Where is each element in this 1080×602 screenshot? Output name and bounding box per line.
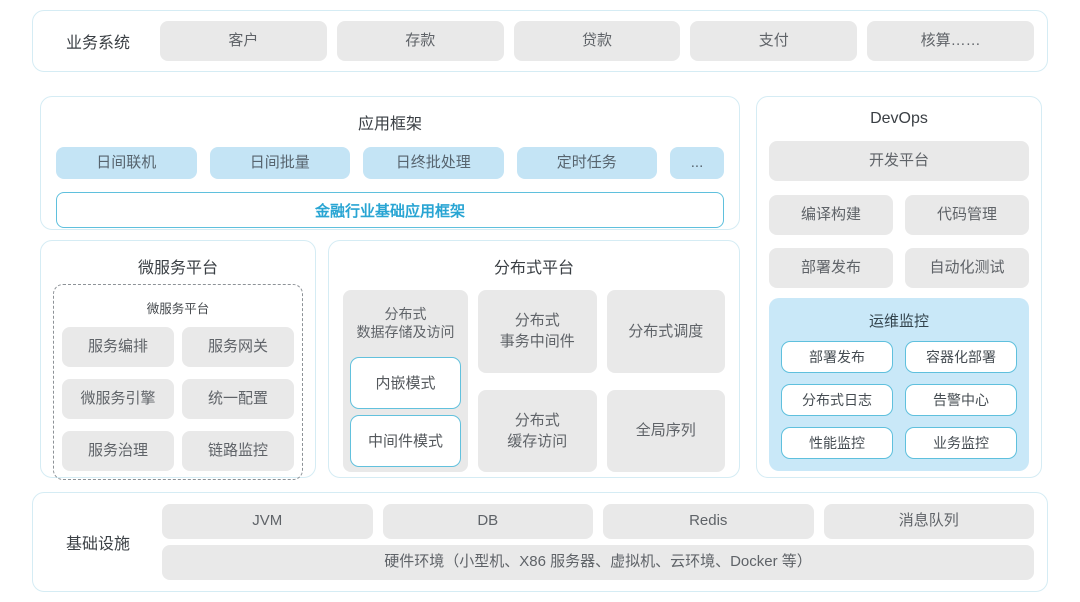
- distributed-middle-column: 分布式 事务中间件 分布式 缓存访问: [478, 290, 597, 472]
- block-service-orchestration: 服务编排: [62, 327, 174, 367]
- block-build: 编译构建: [769, 195, 893, 235]
- block-distributed-scheduler: 分布式调度: [606, 290, 725, 373]
- ops-monitor-blocks: 部署发布 容器化部署 分布式日志 告警中心 性能监控 业务监控: [781, 341, 1017, 459]
- app-framework-panel: 应用框架 日间联机 日间批量 日终批处理 定时任务 ... 金融行业基础应用框架: [40, 96, 740, 230]
- ops-monitor-group: 运维监控 部署发布 容器化部署 分布式日志 告警中心 性能监控 业务监控: [769, 298, 1029, 471]
- block-loan: 贷款: [513, 21, 681, 61]
- block-payment: 支付: [690, 21, 858, 61]
- ops-monitor-title: 运维监控: [868, 313, 929, 330]
- block-microservice-engine: 微服务引擎: [62, 379, 174, 419]
- devops-tool-blocks: 编译构建 代码管理 部署发布 自动化测试: [769, 195, 1029, 288]
- app-framework-title: 应用框架: [357, 116, 422, 133]
- block-unified-config: 统一配置: [182, 379, 294, 419]
- block-deposit: 存款: [336, 21, 504, 61]
- devops-panel: DevOps 开发平台 编译构建 代码管理 部署发布 自动化测试 运维监控 部署…: [756, 96, 1042, 478]
- infrastructure-row: JVM DB Redis 消息队列: [162, 504, 1034, 539]
- devops-title: DevOps: [870, 110, 928, 127]
- distributed-platform-title: 分布式平台: [493, 260, 574, 277]
- block-performance-monitor: 性能监控: [781, 427, 893, 459]
- business-system-panel: 业务系统 客户 存款 贷款 支付 核算……: [32, 10, 1048, 72]
- microservice-blocks: 服务编排 服务网关 微服务引擎 统一配置 服务治理 链路监控: [62, 327, 294, 471]
- infrastructure-blocks: JVM DB Redis 消息队列 硬件环境（小型机、X86 服务器、虚拟机、云…: [162, 504, 1034, 580]
- app-framework-blocks: 日间联机 日间批量 日终批处理 定时任务 ...: [56, 147, 724, 179]
- block-distributed-transaction: 分布式 事务中间件: [478, 290, 597, 373]
- block-dev-platform: 开发平台: [769, 141, 1029, 181]
- block-business-monitor: 业务监控: [905, 427, 1017, 459]
- block-daytime-online: 日间联机: [56, 147, 197, 179]
- distributed-platform-panel: 分布式平台 分布式 数据存储及访问 内嵌模式 中间件模式 分布式 事务中间件 分…: [328, 240, 740, 478]
- block-hardware-environment: 硬件环境（小型机、X86 服务器、虚拟机、云环境、Docker 等）: [162, 545, 1034, 580]
- block-code-management: 代码管理: [905, 195, 1029, 235]
- block-deploy-release: 部署发布: [769, 248, 893, 288]
- microservice-platform-panel: 微服务平台 微服务平台 服务编排 服务网关 微服务引擎 统一配置 服务治理 链路…: [40, 240, 316, 480]
- block-daytime-batch: 日间批量: [209, 147, 350, 179]
- block-automated-testing: 自动化测试: [905, 248, 1029, 288]
- block-customer: 客户: [160, 21, 327, 61]
- microservice-dashed-group: 微服务平台 服务编排 服务网关 微服务引擎 统一配置 服务治理 链路监控: [53, 284, 303, 480]
- microservice-platform-title: 微服务平台: [137, 260, 218, 277]
- finance-base-framework-box: 金融行业基础应用框架: [56, 192, 724, 228]
- block-ops-deploy-release: 部署发布: [781, 341, 893, 373]
- distributed-storage-label: 分布式 数据存储及访问: [356, 306, 455, 341]
- block-middleware-mode: 中间件模式: [350, 414, 461, 467]
- distributed-blocks: 分布式 数据存储及访问 内嵌模式 中间件模式 分布式 事务中间件 分布式 缓存访…: [343, 290, 725, 472]
- block-global-sequence: 全局序列: [606, 389, 725, 472]
- infrastructure-panel: 基础设施 JVM DB Redis 消息队列 硬件环境（小型机、X86 服务器、…: [32, 492, 1048, 592]
- business-system-label: 业务系统: [65, 35, 130, 52]
- block-embedded-mode: 内嵌模式: [350, 356, 461, 409]
- block-jvm: JVM: [162, 504, 373, 539]
- distributed-right-column: 分布式调度 全局序列: [606, 290, 725, 472]
- block-distributed-log: 分布式日志: [781, 384, 893, 416]
- block-redis: Redis: [603, 504, 814, 539]
- block-distributed-cache: 分布式 缓存访问: [478, 389, 597, 472]
- block-alert-center: 告警中心: [905, 384, 1017, 416]
- microservice-inner-title: 微服务平台: [146, 302, 210, 316]
- block-db: DB: [382, 504, 593, 539]
- block-container-deploy: 容器化部署: [905, 341, 1017, 373]
- block-eod-batch: 日终批处理: [363, 147, 504, 179]
- block-distributed-storage-group: 分布式 数据存储及访问 内嵌模式 中间件模式: [343, 290, 468, 472]
- block-accounting-etc: 核算……: [867, 21, 1034, 61]
- block-scheduled-task: 定时任务: [516, 147, 657, 179]
- block-more-ellipsis: ...: [670, 147, 724, 179]
- block-trace-monitor: 链路监控: [182, 431, 294, 471]
- block-service-governance: 服务治理: [62, 431, 174, 471]
- block-service-gateway: 服务网关: [182, 327, 294, 367]
- infrastructure-label: 基础设施: [65, 536, 130, 553]
- block-message-queue: 消息队列: [823, 504, 1034, 539]
